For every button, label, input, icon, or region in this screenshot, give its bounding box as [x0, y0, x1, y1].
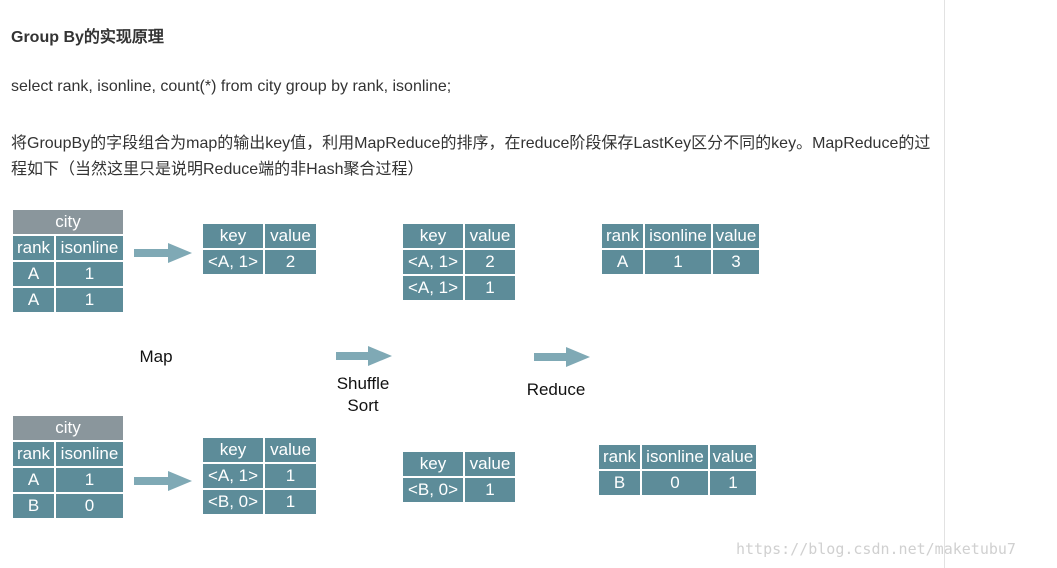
- table-row: <A, 1> 1: [201, 462, 318, 490]
- shuffle-arrow-icon: [336, 346, 392, 366]
- table-cell: A: [11, 466, 56, 494]
- table-cell: A: [11, 286, 56, 314]
- column-header: value: [263, 436, 318, 464]
- column-header: value: [711, 222, 761, 250]
- table-cell: 1: [263, 488, 318, 516]
- top-shuffle-table: key value <A, 1> 2 <A, 1> 1: [401, 222, 517, 302]
- watermark: https://blog.csdn.net/maketubu7: [736, 540, 1016, 558]
- table-cell: A: [11, 260, 56, 288]
- column-header: isonline: [54, 234, 125, 262]
- table-row: B 0: [11, 492, 125, 520]
- map-arrow-icon: [134, 243, 192, 263]
- table-row: A 1 3: [600, 248, 761, 276]
- reduce-arrow-icon: [534, 347, 590, 367]
- shuffle-label: Shuffle: [336, 374, 390, 393]
- table-cell: 1: [708, 469, 758, 497]
- table-row: <A, 1> 2: [201, 248, 318, 276]
- table-row: B 0 1: [597, 469, 758, 497]
- table-row: <B, 0> 1: [201, 488, 318, 516]
- table-cell: 1: [463, 274, 517, 302]
- column-header: rank: [600, 222, 645, 250]
- column-header: value: [263, 222, 318, 250]
- table-caption: city: [11, 208, 125, 236]
- shuffle-sort-label: Shuffle Sort: [328, 373, 398, 417]
- table-cell: 1: [54, 260, 125, 288]
- bottom-map-output-table: key value <A, 1> 1 <B, 0> 1: [201, 436, 318, 516]
- table-cell: <A, 1>: [201, 462, 265, 490]
- column-header: rank: [11, 440, 56, 468]
- top-reduce-output-table: rank isonline value A 1 3: [600, 222, 761, 276]
- column-header: key: [401, 222, 465, 250]
- map-arrow-icon: [134, 471, 192, 491]
- table-cell: <B, 0>: [401, 476, 465, 504]
- column-header: value: [463, 222, 517, 250]
- table-cell: 1: [643, 248, 713, 276]
- table-cell: 1: [54, 286, 125, 314]
- section-heading: Group By的实现原理: [11, 29, 164, 46]
- table-cell: 0: [54, 492, 125, 520]
- table-row: <B, 0> 1: [401, 476, 517, 504]
- table-cell: 2: [263, 248, 318, 276]
- table-cell: 1: [54, 466, 125, 494]
- bottom-shuffle-table: key value <B, 0> 1: [401, 450, 517, 504]
- column-header: rank: [597, 443, 642, 471]
- description-paragraph: 将GroupBy的字段组合为map的输出key值，利用MapReduce的排序，…: [11, 135, 931, 178]
- table-cell: <B, 0>: [201, 488, 265, 516]
- sql-statement: select rank, isonline, count(*) from cit…: [11, 78, 452, 95]
- top-map-output-table: key value <A, 1> 2: [201, 222, 318, 276]
- sort-label: Sort: [347, 396, 379, 415]
- table-cell: B: [11, 492, 56, 520]
- column-header: isonline: [54, 440, 125, 468]
- table-cell: A: [600, 248, 645, 276]
- column-header: isonline: [643, 222, 713, 250]
- table-cell: B: [597, 469, 642, 497]
- top-city-table: city rank isonline A 1 A 1: [11, 208, 125, 314]
- reduce-label: Reduce: [526, 380, 586, 399]
- table-cell: 2: [463, 248, 517, 276]
- table-row: A 1: [11, 466, 125, 494]
- table-cell: 0: [640, 469, 710, 497]
- table-cell: 3: [711, 248, 761, 276]
- table-caption: city: [11, 414, 125, 442]
- table-row: <A, 1> 2: [401, 248, 517, 276]
- bottom-city-table: city rank isonline A 1 B 0: [11, 414, 125, 520]
- content-right-border: [944, 0, 945, 568]
- table-row: <A, 1> 1: [401, 274, 517, 302]
- column-header: key: [201, 436, 265, 464]
- column-header: value: [463, 450, 517, 478]
- table-row: A 1: [11, 260, 125, 288]
- table-cell: 1: [263, 462, 318, 490]
- table-cell: <A, 1>: [401, 248, 465, 276]
- column-header: key: [201, 222, 265, 250]
- bottom-reduce-output-table: rank isonline value B 0 1: [597, 443, 758, 497]
- column-header: rank: [11, 234, 56, 262]
- table-row: A 1: [11, 286, 125, 314]
- table-cell: <A, 1>: [201, 248, 265, 276]
- column-header: isonline: [640, 443, 710, 471]
- column-header: key: [401, 450, 465, 478]
- table-cell: 1: [463, 476, 517, 504]
- table-cell: <A, 1>: [401, 274, 465, 302]
- map-label: Map: [139, 347, 173, 366]
- column-header: value: [708, 443, 758, 471]
